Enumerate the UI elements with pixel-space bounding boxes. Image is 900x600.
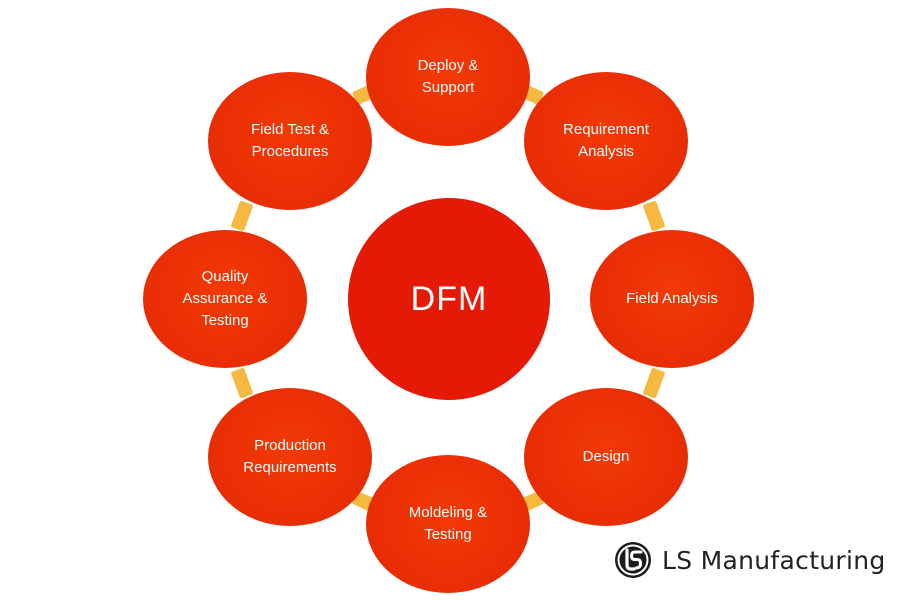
node-label: Design	[582, 448, 630, 465]
center-label: DFM	[410, 280, 488, 318]
connector-production-quality	[230, 367, 254, 399]
node-design: Design	[524, 388, 688, 526]
node-label: Production Requirements	[243, 437, 337, 476]
brand-name: LS Manufacturing	[662, 545, 886, 575]
node-deploy-support: Deploy & Support	[366, 8, 530, 146]
node-quality-assurance-testing: Quality Assurance & Testing	[143, 230, 307, 368]
node-moldeling-testing: Moldeling & Testing	[366, 455, 530, 593]
node-requirement-analysis: Requirement Analysis	[524, 72, 688, 210]
node-field-test-procedures: Field Test & Procedures	[208, 72, 372, 210]
node-label: Field Analysis	[626, 290, 718, 307]
node-label: Quality Assurance & Testing	[182, 268, 268, 329]
node-label: Deploy & Support	[417, 57, 479, 96]
brand-logo: LS Manufacturing	[614, 538, 886, 582]
ls-logo-icon	[615, 542, 651, 578]
center-node-dfm: DFM	[348, 198, 550, 400]
node-label: Moldeling & Testing	[408, 504, 488, 543]
connector-requirement-field-analysis	[642, 200, 666, 232]
node-production-requirements: Production Requirements	[208, 388, 372, 526]
node-label: Field Test & Procedures	[250, 121, 330, 160]
connector-field-analysis-design	[642, 367, 666, 399]
connector-quality-field-test	[230, 200, 254, 232]
node-label: Requirement Analysis	[563, 121, 649, 160]
node-field-analysis: Field Analysis	[590, 230, 754, 368]
